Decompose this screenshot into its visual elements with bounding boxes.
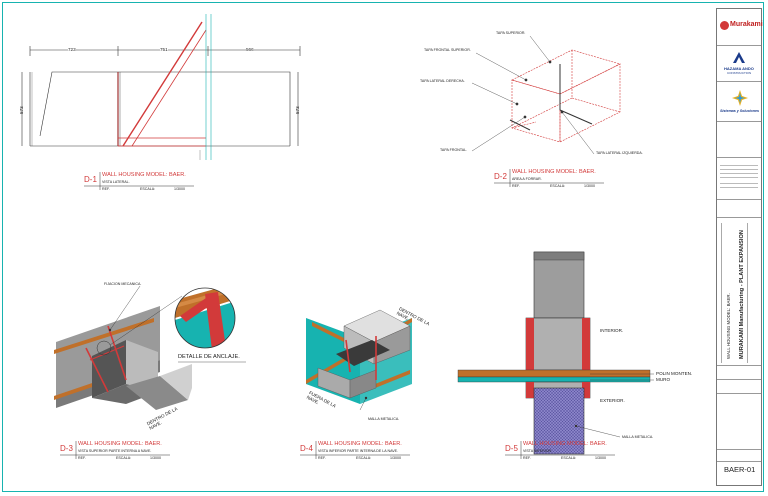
d1-title: WALL HOUSING MODEL: BAER. xyxy=(102,172,186,178)
sheet-number: BAER-01 xyxy=(724,465,756,474)
d4-bottom-inner-view xyxy=(306,309,412,411)
d4-scale-label: ESCALA: xyxy=(356,456,372,460)
d5-wall-label: MURO xyxy=(656,377,671,382)
d2-scale-label: ESCALA: xyxy=(550,184,566,188)
d1-subtitle: VISTA LATERAL. xyxy=(102,180,130,184)
d1-scale-label: ESCALA: xyxy=(140,187,156,191)
d1-dim-b: 751 xyxy=(160,47,168,52)
d4-number: D-4 xyxy=(300,444,313,453)
sistemas-logo-text: Sistemas y Soluciones xyxy=(720,109,759,113)
hazama-ando-logo-sub: CONSTRUCTION xyxy=(727,71,752,75)
d5-ref: REF. xyxy=(523,456,531,460)
d5-scale-label: ESCALA: xyxy=(561,456,577,460)
hazama-ando-logo-text: HAZAMA ANDO xyxy=(724,66,754,71)
murakami-logo-icon xyxy=(720,21,729,30)
d1-dim-left: 573 xyxy=(19,106,24,114)
d4-ref: REF. xyxy=(318,456,326,460)
sistemas-logo-icon xyxy=(731,89,749,107)
d2-subtitle: AREA A FORRAR. xyxy=(512,177,542,181)
d5-bottom-view xyxy=(457,251,654,455)
d1-side-view xyxy=(21,14,301,160)
d3-fixing-label: FIJACION MECANICA. xyxy=(104,282,142,286)
tb-drawing-name: WALL HOUSING MODEL: BAER. xyxy=(726,293,731,359)
d4-scale: 1/3000 xyxy=(390,456,401,460)
d3-anchor-detail xyxy=(174,287,246,363)
d4-subtitle: VISTA INFERIOR PARTE INTERNA DE LA NAVE. xyxy=(318,449,399,453)
d5-mesh-label: MALLA METALICA. xyxy=(622,435,654,439)
d2-label-front-top: TAPA FRONTAL SUPERIOR. xyxy=(424,48,471,52)
d2-ref: REF. xyxy=(512,184,520,188)
d2-title: WALL HOUSING MODEL: BAER. xyxy=(512,169,596,175)
d3-scale-label: ESCALA: xyxy=(116,456,132,460)
d3-ref: REF. xyxy=(78,456,86,460)
d2-number: D-2 xyxy=(494,172,507,181)
hazama-ando-logo-icon xyxy=(731,51,747,65)
d5-title: WALL HOUSING MODEL: BAER. xyxy=(523,441,607,447)
d3-title: WALL HOUSING MODEL: BAER. xyxy=(78,441,162,447)
d4-mesh-label: MALLA METALICA. xyxy=(368,417,400,421)
tb-project-name: MURAKAMI Manufacturing - PLANT EXPANSION xyxy=(739,230,745,359)
d2-scale: 1/3000 xyxy=(584,184,595,188)
d3-number: D-3 xyxy=(60,444,73,453)
d2-label-side-right: TAPA LATERAL DERECHA. xyxy=(420,79,465,83)
d3-subtitle: VISTA SUPERIOR PARTE INTERNA A NAVE. xyxy=(78,449,152,453)
d1-scale: 1/3000 xyxy=(174,187,185,191)
d2-leaders xyxy=(471,35,595,155)
d5-interior-label: INTERIOR. xyxy=(600,328,624,333)
d5-scale: 1/3000 xyxy=(595,456,606,460)
murakami-logo-text: Murakami xyxy=(730,21,763,28)
notes-block xyxy=(720,161,758,195)
d1-dim-a: 723 xyxy=(68,47,76,52)
d1-dim-c: 566 xyxy=(246,47,254,52)
d5-number: D-5 xyxy=(505,444,518,453)
d1-number: D-1 xyxy=(84,175,97,184)
d2-label-top: TAPA SUPERIOR. xyxy=(496,31,526,35)
d5-exterior-label: EXTERIOR. xyxy=(600,398,625,403)
d2-isometric xyxy=(511,49,621,143)
d3-detail-label: DETALLE DE ANCLAJE. xyxy=(178,354,240,360)
d2-label-front: TAPA FRONTAL. xyxy=(440,148,468,152)
d1-dim-right: 573 xyxy=(295,106,300,114)
d2-label-side-left: TAPA LATERAL IZQUIERDA. xyxy=(596,151,643,155)
d4-title: WALL HOUSING MODEL: BAER. xyxy=(318,441,402,447)
murakami-logo: Murakami xyxy=(720,20,763,32)
title-block: Murakami HAZAMA ANDO CONSTRUCTION Sistem… xyxy=(716,8,763,486)
d3-top-inner-view xyxy=(54,285,192,410)
d2-frame-lines xyxy=(509,64,593,131)
d1-ref: REF. xyxy=(102,187,110,191)
d3-scale: 1/3000 xyxy=(150,456,161,460)
d5-purlin-label: POLIN MONTEN. xyxy=(656,371,693,376)
d5-subtitle: VISTA INFERIOR. xyxy=(523,449,553,453)
caption-lines xyxy=(60,169,615,459)
